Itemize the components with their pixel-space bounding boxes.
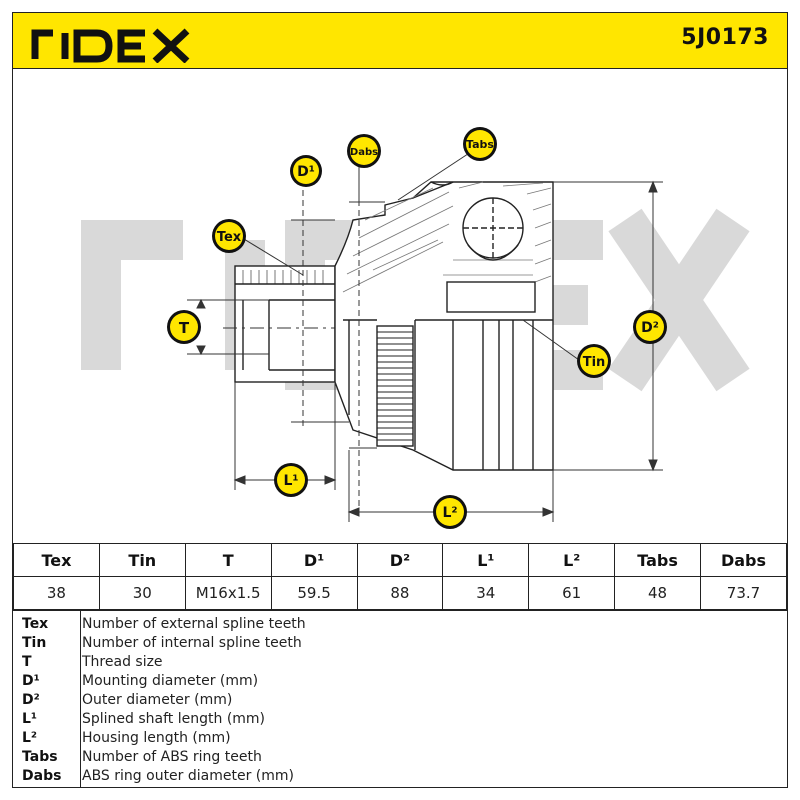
- value-l1: 34: [442, 576, 530, 610]
- header-bar: 5J0173: [13, 13, 787, 69]
- spec-table: Tex Tin T D¹ D² L¹ L² Tabs Dabs 38 30 M1…: [13, 543, 787, 610]
- label-dabs: Dabs: [347, 134, 381, 168]
- ridex-logo: [31, 28, 190, 63]
- legend-item: Tabs Number of ABS ring teeth: [13, 748, 787, 767]
- header-dabs: Dabs: [700, 543, 787, 577]
- value-d2: 88: [356, 576, 444, 610]
- legend-key: L²: [22, 730, 38, 746]
- svg-text:Tabs: Tabs: [466, 138, 494, 151]
- spec-header-row: Tex Tin T D¹ D² L¹ L² Tabs Dabs: [13, 543, 787, 577]
- legend-item: T Thread size: [13, 653, 787, 672]
- part-number: 5J0173: [681, 25, 769, 50]
- legend-text: Number of external spline teeth: [82, 616, 306, 632]
- legend-key: Tabs: [22, 749, 58, 765]
- legend-key: Tin: [22, 635, 47, 651]
- value-d1: 59.5: [270, 576, 358, 610]
- label-d1: D¹: [290, 155, 322, 187]
- legend-key: L¹: [22, 711, 38, 727]
- svg-text:L¹: L¹: [283, 473, 298, 489]
- header-l2: L²: [528, 543, 616, 577]
- svg-text:Dabs: Dabs: [350, 147, 378, 158]
- header-l1: L¹: [442, 543, 530, 577]
- legend-item: L¹ Splined shaft length (mm): [13, 710, 787, 729]
- header-tin: Tin: [98, 543, 186, 577]
- svg-text:Tex: Tex: [217, 230, 242, 245]
- header-tex: Tex: [13, 543, 100, 577]
- header-tabs: Tabs: [614, 543, 701, 577]
- legend-item: Dabs ABS ring outer diameter (mm): [13, 767, 787, 786]
- legend-item: D² Outer diameter (mm): [13, 691, 787, 710]
- label-d2: D²: [633, 310, 667, 344]
- legend-key: D¹: [22, 673, 40, 689]
- svg-text:D²: D²: [641, 320, 659, 336]
- legend-key: T: [22, 654, 32, 670]
- header-t: T: [184, 543, 272, 577]
- dimension-lines: [187, 145, 663, 522]
- legend: Tex Number of external spline teeth Tin …: [13, 610, 787, 788]
- legend-item: L² Housing length (mm): [13, 729, 787, 748]
- value-dabs: 73.7: [700, 576, 787, 610]
- housing-body: [342, 181, 553, 470]
- legend-divider: [80, 611, 81, 788]
- label-tex: Tex: [212, 219, 246, 253]
- label-t: T: [167, 310, 201, 344]
- value-tabs: 48: [614, 576, 701, 610]
- legend-text: Thread size: [82, 654, 163, 670]
- legend-text: Number of internal spline teeth: [82, 635, 302, 651]
- label-tabs: Tabs: [463, 127, 497, 161]
- cv-joint-diagram: D¹ Dabs Tabs Tex T D²: [81, 127, 750, 529]
- legend-text: Housing length (mm): [82, 730, 231, 746]
- value-tin: 30: [98, 576, 186, 610]
- value-l2: 61: [528, 576, 616, 610]
- legend-item: D¹ Mounting diameter (mm): [13, 672, 787, 691]
- spec-value-row: 38 30 M16x1.5 59.5 88 34 61 48 73.7: [13, 576, 787, 610]
- legend-key: D²: [22, 692, 40, 708]
- legend-text: Number of ABS ring teeth: [82, 749, 262, 765]
- technical-drawing: D¹ Dabs Tabs Tex T D²: [13, 70, 787, 543]
- label-l2: L²: [433, 495, 467, 529]
- svg-text:T: T: [179, 319, 190, 337]
- legend-key: Dabs: [22, 768, 62, 784]
- svg-text:L²: L²: [442, 505, 457, 521]
- legend-text: ABS ring outer diameter (mm): [82, 768, 294, 784]
- legend-text: Mounting diameter (mm): [82, 673, 259, 689]
- label-tin: Tin: [577, 344, 611, 378]
- header-d1: D¹: [270, 543, 358, 577]
- value-t: M16x1.5: [184, 576, 272, 610]
- legend-item: Tin Number of internal spline teeth: [13, 634, 787, 653]
- header-d2: D²: [356, 543, 444, 577]
- legend-text: Splined shaft length (mm): [82, 711, 266, 727]
- legend-key: Tex: [22, 616, 49, 632]
- legend-item: Tex Number of external spline teeth: [13, 615, 787, 634]
- label-l1: L¹: [274, 463, 308, 497]
- svg-text:Tin: Tin: [583, 355, 606, 370]
- legend-text: Outer diameter (mm): [82, 692, 233, 708]
- value-tex: 38: [13, 576, 100, 610]
- product-sheet: 5J0173: [12, 12, 788, 788]
- svg-text:D¹: D¹: [297, 164, 315, 180]
